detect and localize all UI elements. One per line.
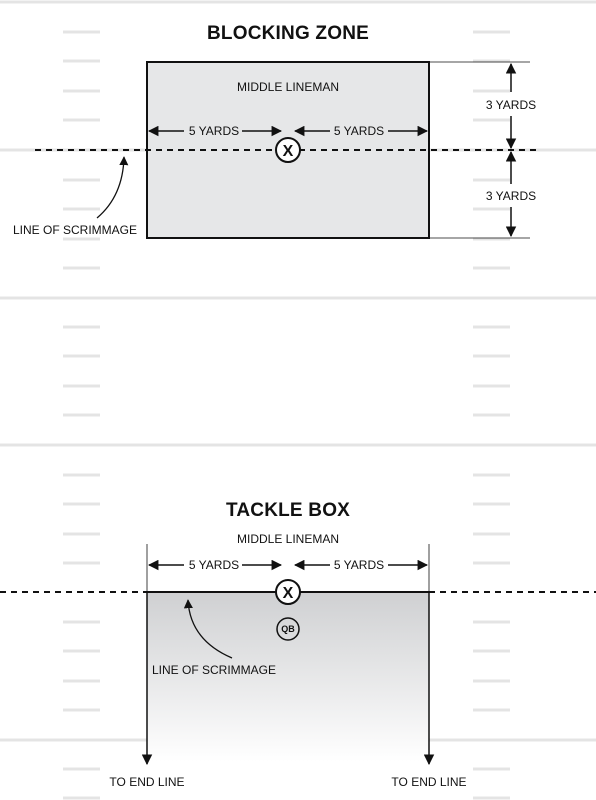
blocking-zone: BLOCKING ZONE MIDDLE LINEMAN 5 YARDS 5 Y… — [13, 23, 540, 239]
blocking-zone-scrimmage-label: LINE OF SCRIMMAGE — [13, 223, 137, 237]
tackle-box-player-label: X — [283, 585, 294, 602]
tackle-box-title: TACKLE BOX — [226, 500, 350, 521]
blocking-zone-title: BLOCKING ZONE — [207, 23, 369, 44]
blocking-zone-scrimmage-callout-arrow — [96, 156, 129, 219]
tackle-box-qb-label: QB — [281, 624, 295, 634]
tackle-box-middle-lineman-label: MIDDLE LINEMAN — [237, 532, 339, 546]
blocking-zone-left-width-label: 5 YARDS — [189, 124, 239, 138]
tackle-box-scrimmage-label: LINE OF SCRIMMAGE — [152, 663, 276, 677]
blocking-zone-middle-lineman-label: MIDDLE LINEMAN — [237, 80, 339, 94]
blocking-zone-lower-depth-label: 3 YARDS — [486, 189, 536, 203]
tackle-box-player-marker — [275, 579, 301, 605]
tackle-box-left-width-label: 5 YARDS — [189, 558, 239, 572]
blocking-zone-player-marker — [275, 137, 301, 163]
blocking-zone-upper-depth-label: 3 YARDS — [486, 98, 536, 112]
tackle-box-right-end-label: TO END LINE — [391, 775, 466, 789]
tackle-box-left-end-label: TO END LINE — [109, 775, 184, 789]
tackle-box: TACKLE BOX MIDDLE LINEMAN 5 YARDS 5 YARD… — [0, 500, 596, 789]
blocking-zone-right-width-label: 5 YARDS — [334, 124, 384, 138]
blocking-zone-player-label: X — [283, 143, 294, 160]
tackle-box-qb-marker — [276, 617, 300, 641]
hash-marks — [63, 30, 510, 800]
tackle-box-right-width-label: 5 YARDS — [334, 558, 384, 572]
tackle-box-area — [147, 592, 429, 762]
tackle-box-scrimmage-callout-arrow — [183, 599, 233, 659]
